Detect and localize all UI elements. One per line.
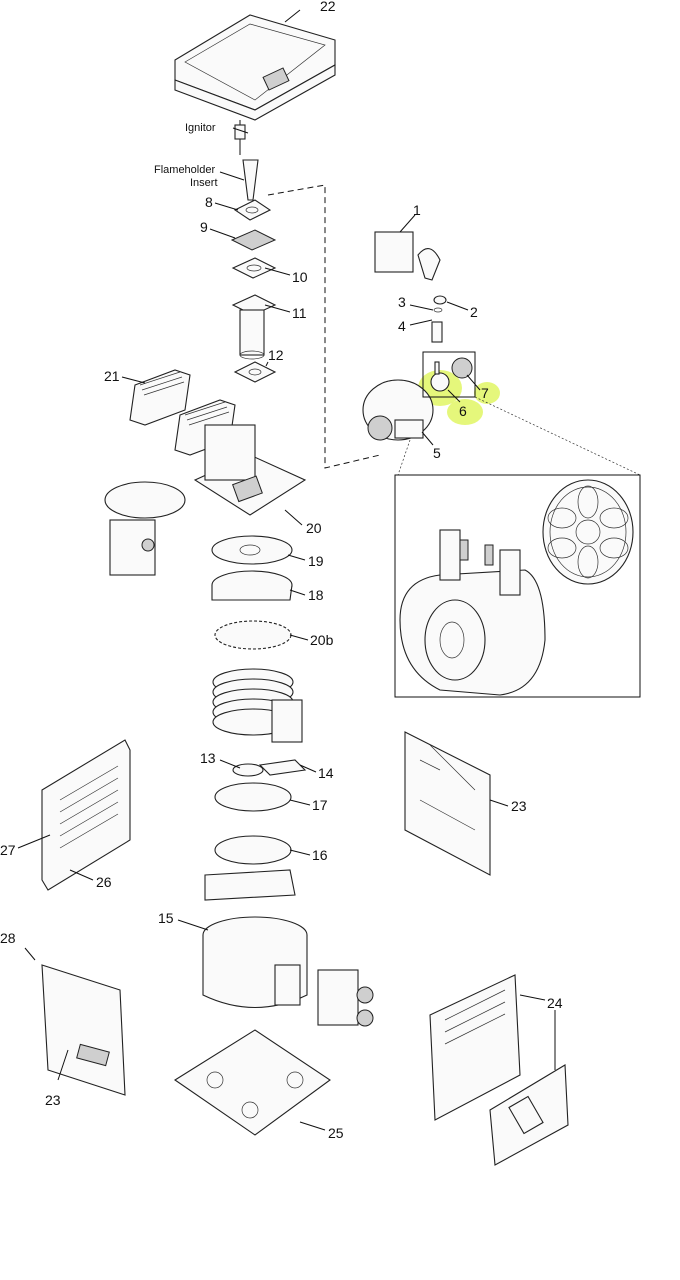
part-13-cap [232, 763, 264, 777]
label-10: 10 [292, 269, 308, 285]
part-18-baffle [211, 570, 293, 601]
part-19-baffle [211, 535, 293, 565]
part-10-gasket [231, 257, 277, 279]
label-11: 11 [292, 305, 307, 321]
flameholder-label-line1: Flameholder [154, 164, 215, 176]
flameholder-label-line2: Insert [190, 177, 218, 189]
label-12: 12 [268, 347, 284, 363]
ignitor-part [234, 120, 246, 155]
ignitor-label: Ignitor [185, 122, 216, 134]
label-14: 14 [318, 765, 334, 781]
part-23-front-panel-right [404, 731, 491, 876]
label-3: 3 [398, 294, 406, 310]
part-6-orifice [430, 361, 450, 392]
heat-exchanger-coil [212, 668, 303, 743]
label-26: 26 [96, 874, 112, 890]
label-8: 8 [205, 194, 213, 210]
label-9: 9 [200, 219, 208, 235]
part-20-top-plate [193, 424, 307, 516]
label-15: 15 [158, 910, 174, 926]
label-23-left: 23 [45, 1092, 61, 1108]
part-24-access-panel [489, 1064, 569, 1166]
part-8-gasket [233, 199, 272, 221]
part-11-burner-tube [231, 294, 277, 360]
part-2-nut [433, 295, 447, 305]
label-4: 4 [398, 318, 406, 334]
detail-box-small [422, 351, 476, 398]
part-1-gas-valve [374, 231, 441, 281]
label-21: 21 [104, 368, 120, 384]
label-17: 17 [312, 797, 328, 813]
part-17-insulation [214, 782, 292, 812]
flameholder-insert-part [242, 159, 259, 201]
part-24-rear-panel [429, 974, 521, 1121]
label-7: 7 [481, 385, 489, 401]
label-23-right: 23 [511, 798, 527, 814]
label-22: 22 [320, 0, 336, 14]
control-box-assembly [104, 481, 186, 576]
part-3-washer [433, 307, 443, 313]
part-7-screen [451, 357, 473, 379]
part-23-front-panel-left [41, 964, 126, 1096]
enlarged-screen [542, 479, 634, 585]
part-9-flange [230, 229, 277, 251]
label-28: 28 [0, 930, 16, 946]
label-16: 16 [312, 847, 328, 863]
part-21-vent-hood [129, 369, 191, 426]
label-25: 25 [328, 1125, 344, 1141]
label-2: 2 [470, 304, 478, 320]
label-5: 5 [433, 445, 441, 461]
enlarged-burner-orifice [399, 529, 546, 696]
part-20b-oring [214, 620, 292, 650]
label-6: 6 [459, 403, 467, 419]
part-25-base [173, 1029, 331, 1136]
label-27: 27 [0, 842, 16, 858]
detail-box-enlarged [394, 474, 641, 698]
part-22-top-cover [174, 14, 336, 121]
water-manifold [317, 969, 374, 1027]
label-20b: 20b [310, 632, 334, 648]
part-12-gasket [233, 361, 277, 383]
part-16-insulation [204, 835, 296, 901]
label-1: 1 [413, 202, 421, 218]
label-19: 19 [308, 553, 324, 569]
part-14-plate [258, 759, 307, 776]
part-26-side-panel [41, 739, 131, 891]
label-18: 18 [308, 587, 324, 603]
part-5-blower [362, 379, 434, 441]
label-20: 20 [306, 520, 322, 536]
label-24: 24 [547, 995, 563, 1011]
part-15-combustion-chamber [202, 916, 308, 1008]
part-4-fitting [431, 321, 443, 343]
label-13: 13 [200, 750, 216, 766]
